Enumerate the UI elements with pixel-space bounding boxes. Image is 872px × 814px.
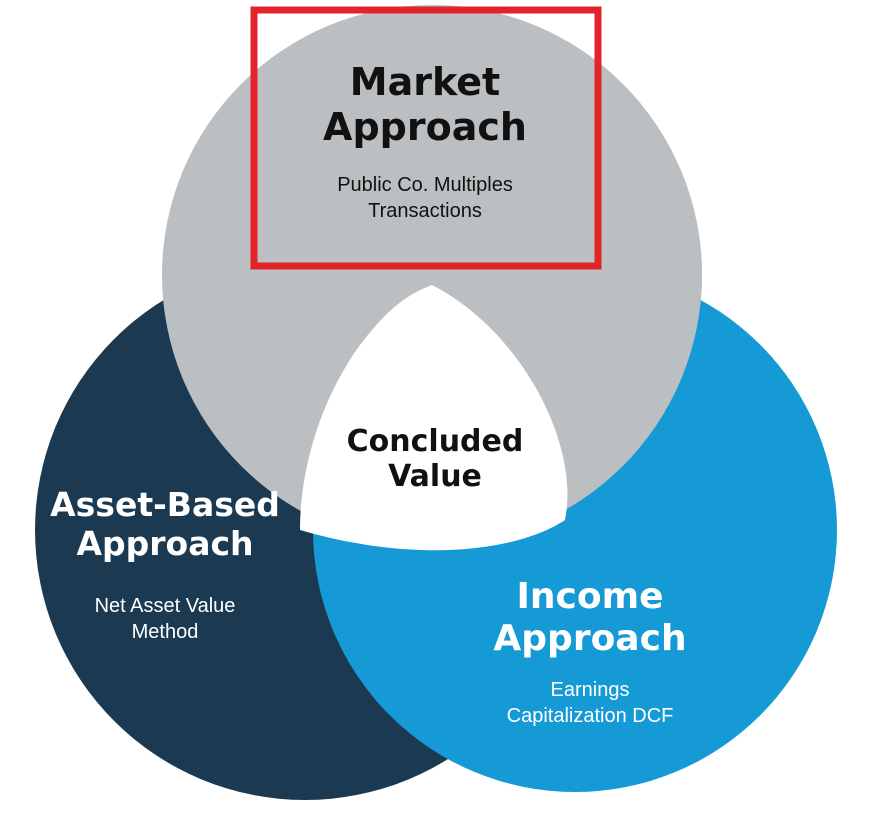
center-title-line1: Concluded — [346, 424, 524, 459]
center-title-line2: Value — [388, 459, 482, 495]
concluded-value-region — [300, 285, 568, 551]
income-approach-methods: Earnings Capitalization DCF — [440, 677, 740, 729]
market-highlight-box — [250, 6, 602, 270]
asset-title-line2: Approach — [76, 523, 254, 563]
market-title-line2: Approach — [323, 104, 527, 149]
asset-title-line1: Asset-Based — [50, 485, 280, 524]
market-sub-line1: Public Co. Multiples — [337, 174, 513, 196]
asset-based-approach-methods: Net Asset Value Method — [30, 593, 300, 645]
market-sub-line2: Transactions — [368, 200, 482, 222]
income-approach-title: Income Approach — [440, 576, 740, 661]
income-sub-line1: Earnings — [550, 679, 630, 701]
market-approach-methods: Public Co. Multiples Transactions — [250, 172, 600, 224]
asset-sub-line2: Method — [131, 621, 199, 643]
asset-sub-line1: Net Asset Value — [94, 595, 236, 617]
concluded-value-title: Concluded Value — [310, 424, 560, 495]
income-sub-line2: Capitalization DCF — [506, 705, 674, 727]
income-title-line2: Approach — [493, 618, 687, 660]
market-title-line1: Market — [349, 60, 501, 104]
asset-based-approach-title: Asset-Based Approach — [30, 485, 300, 564]
income-title-line1: Income — [516, 576, 664, 617]
market-approach-title: Market Approach — [250, 60, 600, 150]
